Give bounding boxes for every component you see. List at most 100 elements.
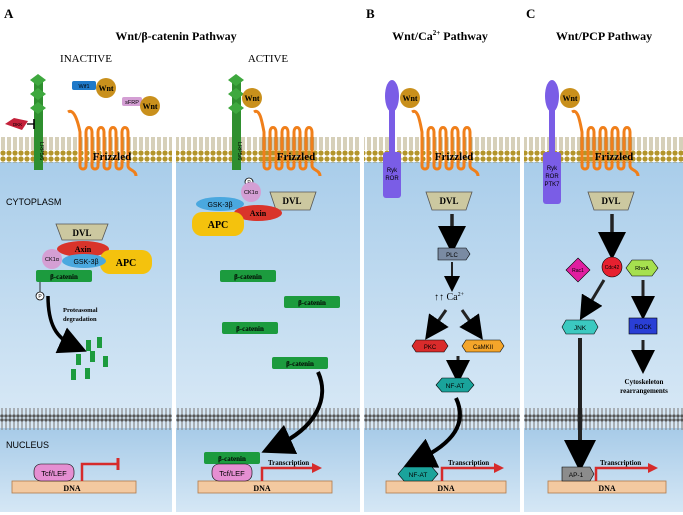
panel-label-a: A [4, 6, 14, 21]
svg-text:Frizzled: Frizzled [93, 151, 131, 163]
svg-text:LRP5/6: LRP5/6 [236, 142, 242, 160]
svg-text:Axin: Axin [75, 245, 92, 254]
rearrangements-label: rearrangements [620, 387, 668, 395]
plc [437, 247, 471, 261]
svg-text:β-catenin: β-catenin [298, 299, 326, 307]
svg-text:Axin: Axin [250, 209, 267, 218]
svg-text:Tcf/LEF: Tcf/LEF [41, 469, 67, 478]
nucleus-c: DNA AP-1 Transcription [547, 459, 667, 494]
transcription-label-c: Transcription [600, 459, 641, 467]
destruction-complex: DVL Axin APC GSK-3β CK1α β-catenin P [35, 223, 152, 301]
wnt-ligand-b [400, 88, 420, 108]
dvl-c [587, 191, 635, 211]
svg-text:ROCK: ROCK [634, 325, 651, 331]
title-wnt-beta-catenin: Wnt/β-catenin Pathway [115, 29, 236, 43]
panel-wnt-pcp: Ryk ROR PTK7 Wnt Frizzled DVL Rac1 Cdc42… [543, 80, 668, 494]
calcium-increase: ↑↑ Ca2+ [434, 292, 465, 303]
lrp-receptor-active: LRP5/6 [228, 74, 244, 170]
svg-text:β-catenin: β-catenin [234, 273, 262, 281]
ryk-ror-receptor-c: Ryk ROR PTK7 [543, 80, 561, 204]
nfat [435, 377, 475, 393]
beta-catenin-fragments [71, 337, 108, 380]
nfat-translocation-arrow [403, 397, 462, 468]
lrp-receptor-inactive: LRP5/6 [30, 74, 46, 170]
panel-inactive: LRP5/6 DKK Wif1 Wnt sFRP Wnt Frizzled [5, 74, 160, 494]
svg-text:Wnt: Wnt [402, 94, 417, 103]
svg-text:DNA: DNA [437, 484, 455, 493]
nucleus-active: β-catenin DNA Tcf/LEF Transcription [197, 452, 333, 494]
title-wnt-ca: Wnt/Ca2+ Pathway [392, 29, 488, 43]
jnk [561, 319, 599, 335]
pkc [411, 339, 449, 353]
nucleus-b: DNA NF-AT Transcription [385, 459, 507, 494]
svg-text:sFRP: sFRP [125, 100, 139, 106]
svg-text:PTK7: PTK7 [544, 182, 560, 188]
transcription-label-a: Transcription [268, 459, 309, 467]
proteasomal-label: Proteasomal [63, 307, 98, 314]
nuclear-translocation-arrow [261, 371, 325, 455]
cytoskeleton-label: Cytoskeleton [625, 378, 664, 386]
svg-text:CaMKII: CaMKII [473, 345, 493, 351]
svg-text:Wnt: Wnt [562, 94, 577, 103]
svg-text:Rac1: Rac1 [572, 268, 584, 274]
panel-backgrounds [0, 162, 683, 512]
svg-text:β-catenin: β-catenin [286, 360, 314, 368]
panel-wnt-ca: Ryk ROR Wnt Frizzled DVL PLC ↑↑ Ca2+ PKC… [383, 80, 507, 494]
cdc42 [601, 256, 623, 278]
svg-text:DVL: DVL [72, 228, 91, 238]
svg-text:RhoA: RhoA [635, 266, 649, 272]
svg-text:Wif1: Wif1 [79, 84, 90, 90]
svg-text:DNA: DNA [63, 484, 81, 493]
svg-text:β-catenin: β-catenin [218, 455, 246, 463]
svg-text:DVL: DVL [439, 196, 458, 206]
svg-text:ROR: ROR [385, 176, 399, 182]
frizzled-active: Frizzled [253, 109, 322, 177]
transcription-label-b: Transcription [448, 459, 489, 467]
lrp-label: LRP5/6 [38, 142, 44, 160]
svg-text:NF-AT: NF-AT [446, 383, 465, 390]
label-nucleus: NUCLEUS [6, 440, 49, 450]
frizzled-c: Frizzled [571, 109, 640, 177]
state-inactive: INACTIVE [60, 53, 112, 65]
svg-text:Ryk: Ryk [387, 168, 398, 174]
degradation-label: degradation [63, 316, 97, 323]
dkk-inhibitor: DKK [5, 118, 35, 130]
wnt-ligand-active [242, 88, 262, 108]
svg-text:CK1α: CK1α [45, 257, 60, 263]
panel-active: LRP5/6 Wnt Frizzled P DVL CK1α GSK-3β Ax… [192, 74, 340, 494]
svg-text:NF-AT: NF-AT [409, 472, 428, 479]
svg-text:β-catenin: β-catenin [236, 325, 264, 333]
svg-text:Frizzled: Frizzled [435, 151, 473, 163]
svg-text:GSK-3β: GSK-3β [73, 259, 98, 266]
svg-text:APC: APC [116, 258, 137, 269]
svg-text:ROR: ROR [545, 174, 559, 180]
svg-text:CK1α: CK1α [244, 190, 259, 196]
svg-text:JNK: JNK [574, 325, 587, 332]
state-active: ACTIVE [248, 53, 289, 65]
svg-text:DKK: DKK [13, 122, 22, 127]
label-cytoplasm: CYTOPLASM [6, 197, 61, 207]
ryk-ror-receptor-b: Ryk ROR [383, 80, 401, 198]
svg-text:Frizzled: Frizzled [277, 151, 315, 163]
rac1 [565, 257, 591, 283]
svg-text:β-catenin: β-catenin [50, 273, 78, 281]
svg-text:Wnt: Wnt [142, 102, 157, 111]
svg-text:Tcf/LEF: Tcf/LEF [219, 469, 245, 478]
panel-label-b: B [366, 6, 375, 21]
svg-text:Ryk: Ryk [547, 166, 558, 172]
nucleus-inactive: DNA Tcf/LEF [11, 458, 137, 494]
svg-text:DNA: DNA [253, 484, 271, 493]
svg-text:Wnt: Wnt [98, 84, 113, 93]
degradation-arrow [46, 295, 87, 354]
frizzled-inactive: Frizzled [67, 109, 138, 177]
title-wnt-pcp: Wnt/PCP Pathway [556, 29, 652, 43]
svg-text:DVL: DVL [282, 196, 301, 206]
camkii [461, 339, 505, 353]
rock [628, 317, 658, 335]
panel-label-c: C [526, 6, 535, 21]
sfrp-complex: sFRP Wnt [122, 96, 160, 116]
svg-text:P: P [38, 294, 42, 300]
svg-text:DNA: DNA [598, 484, 616, 493]
